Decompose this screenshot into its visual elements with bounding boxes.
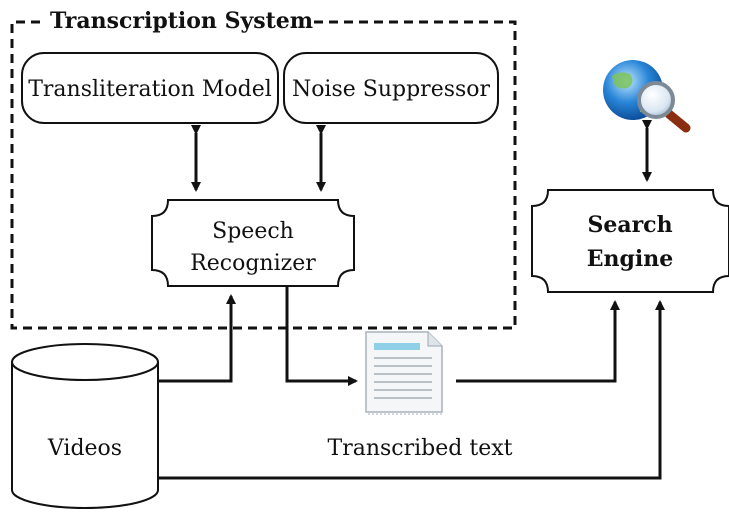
search-engine-label-line2: Engine <box>587 246 674 272</box>
document-icon <box>365 331 443 415</box>
arrow-transcript-search <box>456 300 620 383</box>
search-engine-box: Search Engine <box>531 189 729 293</box>
noise-suppressor-label: Noise Suppressor <box>292 77 491 102</box>
arrow-videos-speech <box>158 294 236 383</box>
globe-search-icon <box>603 60 691 133</box>
arrow-speech-transcript <box>285 286 358 386</box>
speech-recognizer-label-line1: Speech <box>212 219 294 244</box>
group-title: Transcription System <box>50 8 313 34</box>
transliteration-model-box: Transliteration Model <box>21 52 279 124</box>
speech-recognizer-box: Speech Recognizer <box>151 199 355 287</box>
transcription-system-group: Transcription System <box>10 8 517 330</box>
speech-recognizer-label-line2: Recognizer <box>190 251 316 276</box>
transliteration-model-label: Transliteration Model <box>28 77 272 102</box>
videos-cylinder: Videos <box>11 343 159 509</box>
noise-suppressor-box: Noise Suppressor <box>283 52 499 124</box>
search-engine-label-line1: Search <box>587 212 672 238</box>
transcribed-text-label: Transcribed text <box>328 436 513 461</box>
arrow-videos-search <box>158 300 665 480</box>
videos-label: Videos <box>47 436 122 461</box>
connectors <box>158 120 665 480</box>
